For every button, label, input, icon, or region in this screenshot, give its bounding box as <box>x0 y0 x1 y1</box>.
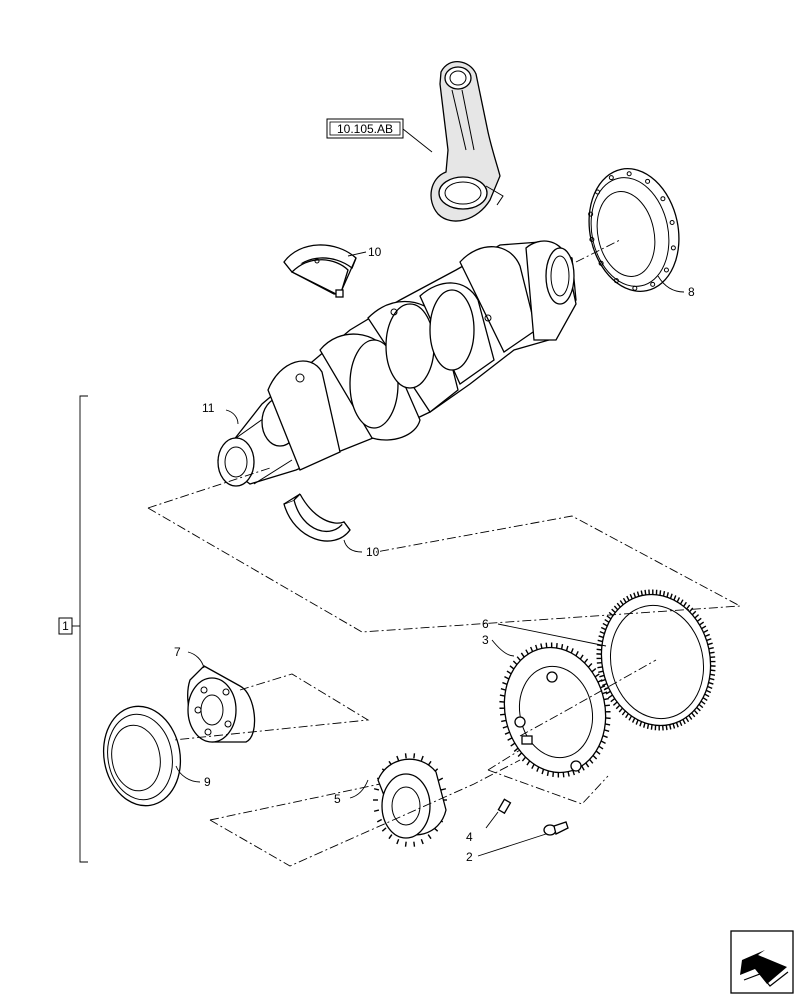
reference-label: 10.105.AB <box>337 122 393 136</box>
front-seal-ring <box>102 705 182 807</box>
callout-10-upper: 10 <box>368 245 382 259</box>
callout-4: 4 <box>466 830 473 844</box>
crankshaft <box>217 240 577 487</box>
pulley-hub <box>187 665 256 743</box>
callout-7: 7 <box>174 645 181 659</box>
leader-lines <box>175 251 685 857</box>
callout-8: 8 <box>688 285 695 299</box>
crankshaft-gear <box>499 642 611 778</box>
timing-gear <box>373 753 447 847</box>
reference-box[interactable]: 10.105.AB <box>326 118 404 139</box>
callout-10-lower: 10 <box>366 545 380 559</box>
callout-9: 9 <box>204 775 211 789</box>
callout-3: 3 <box>482 633 489 647</box>
callout-11: 11 <box>202 401 215 415</box>
callout-2: 2 <box>466 850 473 864</box>
group-label: 1 <box>62 619 69 633</box>
callout-5: 5 <box>334 792 341 806</box>
reference-leader <box>402 128 433 153</box>
rear-seal-ring <box>588 168 680 292</box>
dowel-pin <box>497 798 512 815</box>
lower-bearing-shell <box>283 493 351 542</box>
group-bracket: 1 <box>58 395 88 863</box>
next-page-arrow-icon[interactable] <box>730 930 794 994</box>
upper-bearing-shell <box>283 244 357 298</box>
callout-6: 6 <box>482 617 489 631</box>
screw <box>543 821 569 836</box>
assembly-lines <box>147 239 742 867</box>
connecting-rod <box>430 61 504 222</box>
